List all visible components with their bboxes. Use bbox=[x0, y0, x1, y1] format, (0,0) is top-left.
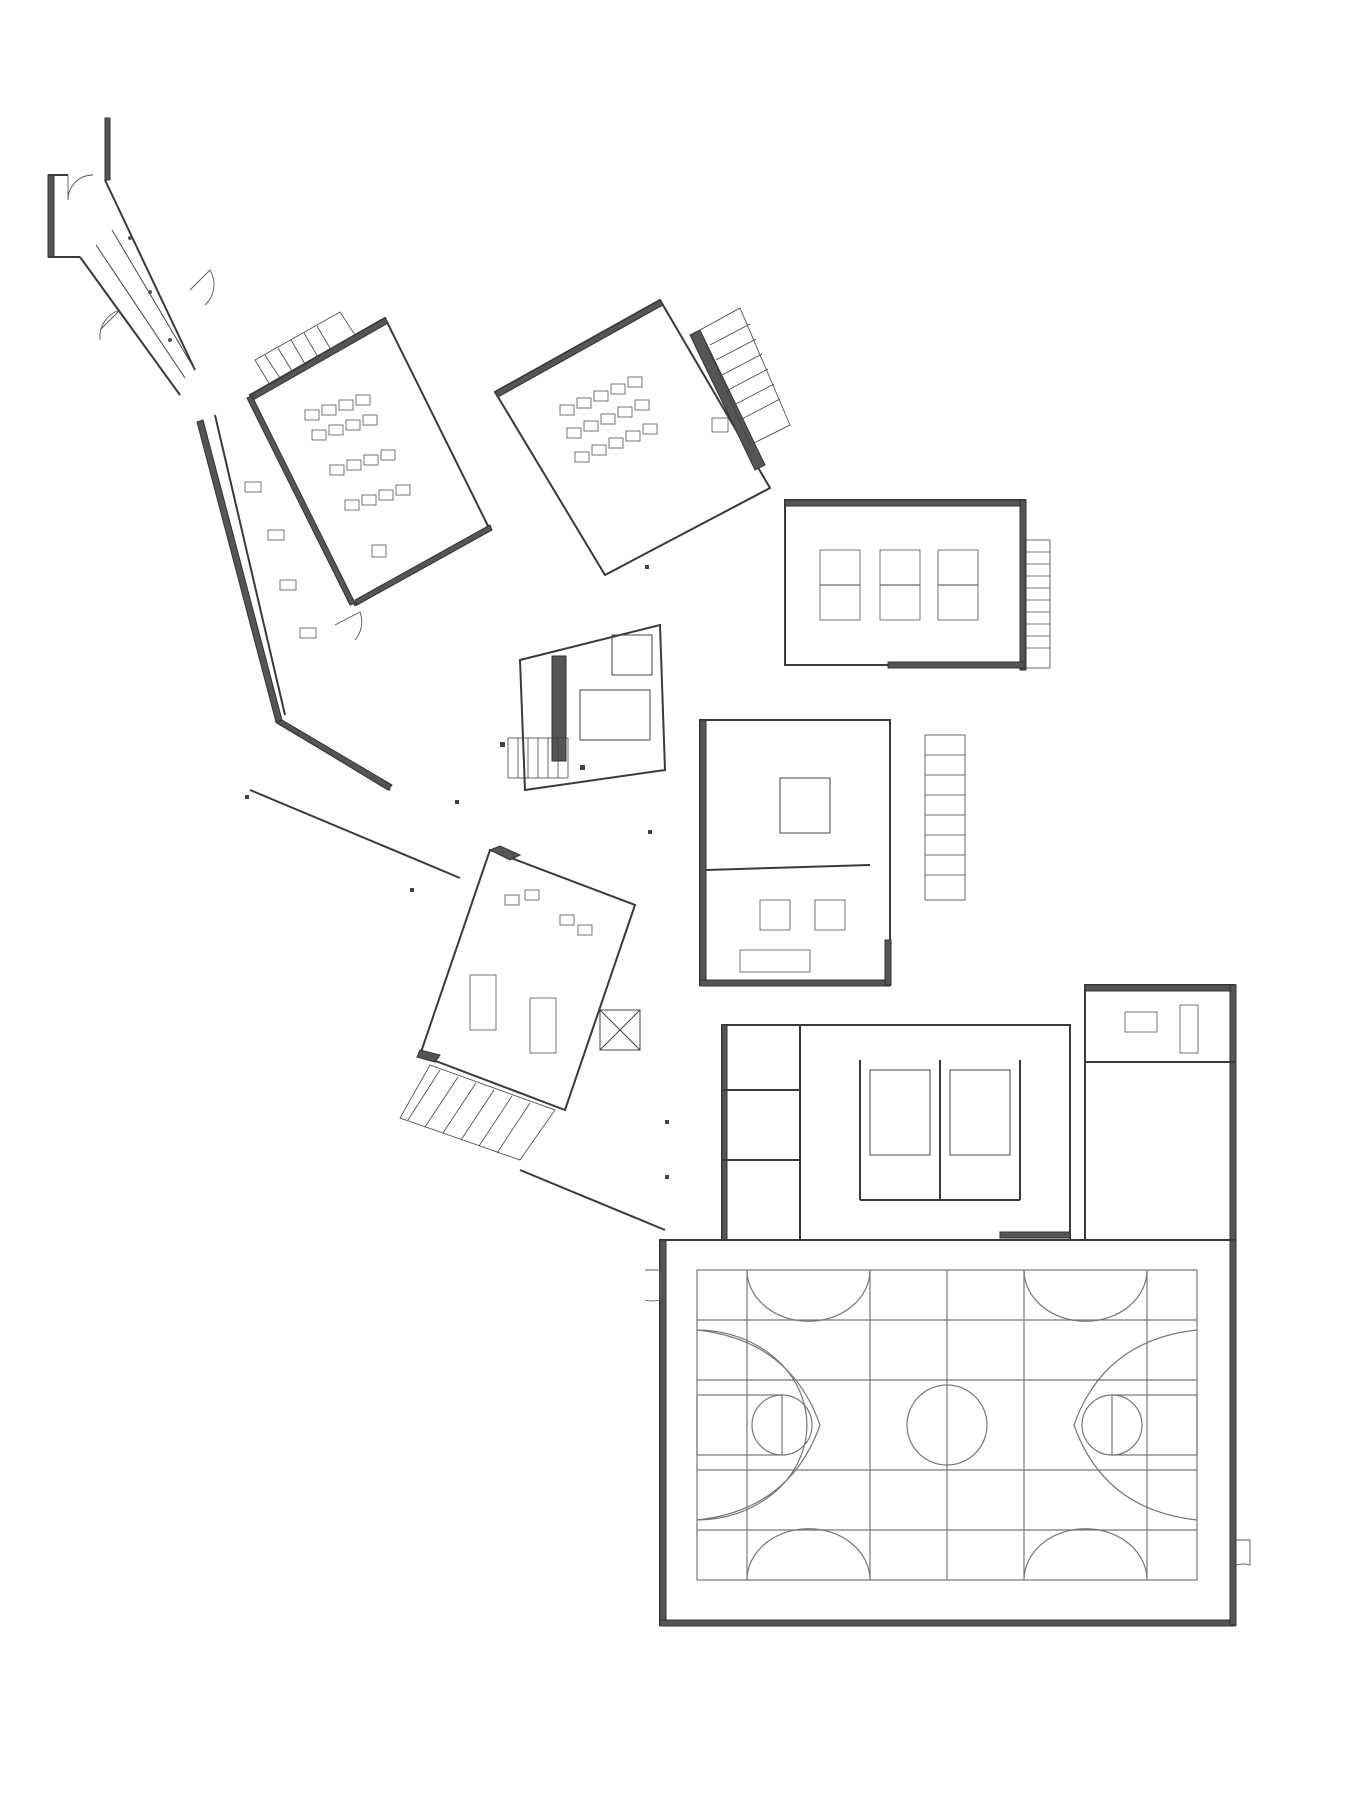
columns bbox=[245, 565, 669, 1179]
teacher-desk bbox=[711, 417, 729, 433]
column bbox=[148, 290, 152, 294]
toilet-block bbox=[721, 1024, 1071, 1241]
stair-nw bbox=[254, 311, 356, 386]
desk-group bbox=[559, 376, 658, 463]
central-core bbox=[500, 623, 667, 792]
classroom-sw bbox=[399, 845, 641, 1161]
classroom-ne bbox=[784, 499, 1051, 671]
desk-group bbox=[469, 889, 593, 1054]
activity-room bbox=[699, 719, 966, 987]
office-east bbox=[1084, 984, 1237, 1241]
gymnasium bbox=[644, 1239, 1251, 1627]
stair-core bbox=[507, 737, 569, 779]
classroom-nw bbox=[246, 311, 493, 607]
classroom-n bbox=[493, 298, 791, 577]
teacher-desk bbox=[371, 544, 387, 558]
entry-corridor bbox=[47, 117, 215, 396]
link-wall bbox=[249, 789, 461, 879]
stair-sw bbox=[399, 1064, 556, 1161]
column bbox=[128, 236, 132, 240]
desk-group bbox=[304, 394, 411, 511]
column bbox=[168, 338, 172, 342]
stair-east bbox=[924, 734, 966, 901]
left-wing bbox=[196, 414, 393, 791]
stair-n bbox=[699, 307, 791, 446]
table-group bbox=[819, 549, 979, 621]
basketball-court bbox=[696, 1269, 1198, 1581]
stair-ne bbox=[1024, 539, 1051, 669]
link-wall bbox=[519, 1169, 666, 1231]
